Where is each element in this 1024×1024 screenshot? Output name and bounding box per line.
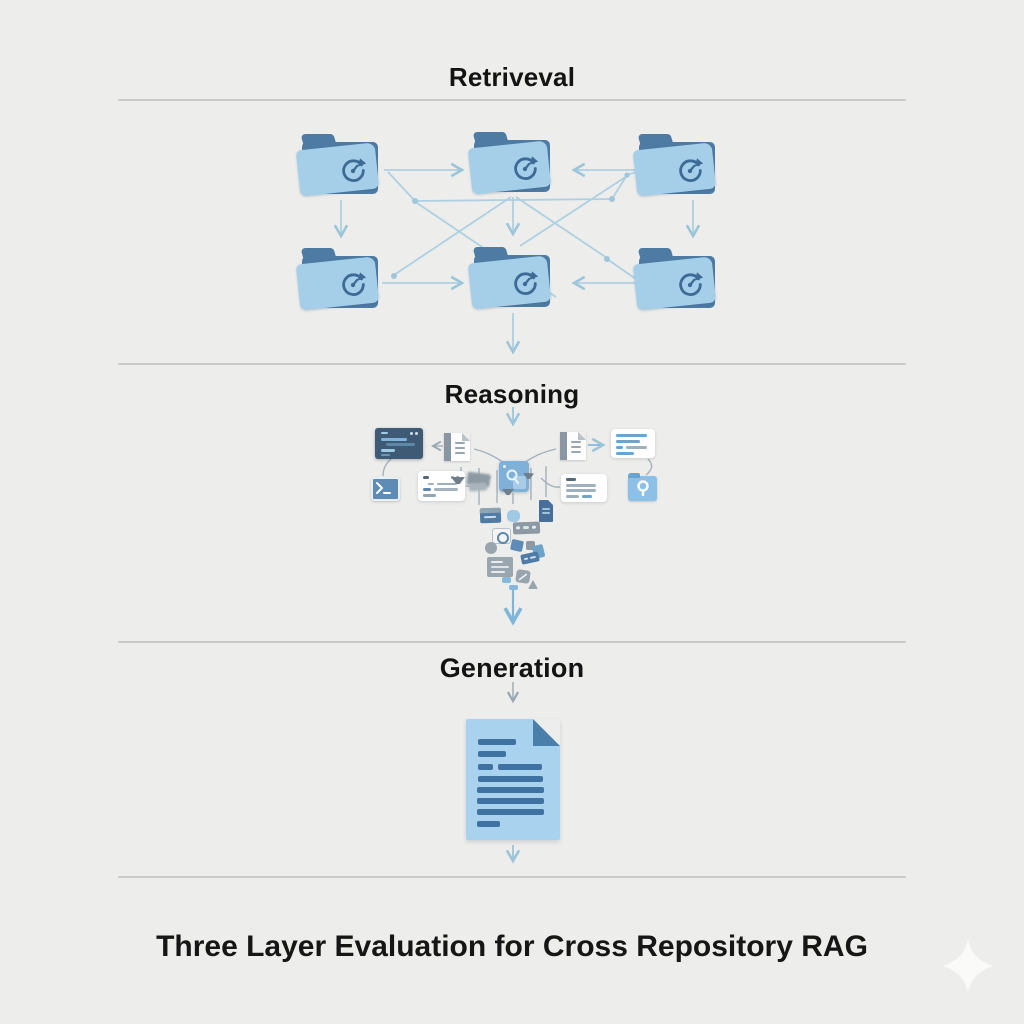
divider-1 — [118, 99, 906, 101]
divider-2 — [118, 363, 906, 365]
sync-icon — [342, 272, 367, 296]
repo-folder — [467, 131, 552, 195]
repo-folder — [295, 247, 380, 311]
cluster-chip — [492, 528, 511, 544]
cluster-chip — [479, 507, 502, 524]
cluster-chip — [502, 577, 511, 583]
cluster-chip — [528, 580, 538, 589]
sparkle-icon — [942, 938, 994, 994]
document-icon — [444, 433, 470, 461]
repo-folder — [295, 133, 380, 197]
terminal-icon — [371, 477, 400, 501]
search-folder-icon — [628, 473, 657, 501]
repo-folder — [632, 247, 717, 311]
sync-icon — [514, 271, 539, 295]
document-fold-icon — [533, 719, 560, 746]
query-search-card — [499, 461, 529, 492]
reasoning-title: Reasoning — [444, 379, 580, 409]
funnel-icon — [451, 477, 465, 484]
cluster-chip — [487, 557, 513, 577]
cluster-chip — [512, 521, 541, 535]
cluster-chip — [485, 542, 497, 554]
dark-document-icon — [539, 500, 553, 522]
text-snippet-card — [418, 471, 465, 501]
repo-folder — [467, 246, 552, 310]
cluster-chip — [509, 538, 525, 553]
sync-icon — [679, 158, 704, 182]
cluster-chip — [526, 541, 535, 550]
cluster-chip — [506, 509, 521, 523]
sync-icon — [679, 272, 704, 296]
text-snippet-card — [611, 429, 655, 458]
repo-folder — [632, 133, 717, 197]
text-snippet-card — [561, 474, 607, 502]
sync-icon — [514, 156, 539, 180]
cluster-chip — [509, 585, 518, 590]
cluster-chip — [515, 569, 531, 584]
sync-icon — [342, 158, 367, 182]
network-nodes — [391, 172, 630, 279]
retrieval-title: Retriveval — [448, 62, 576, 92]
blurred-chip — [468, 482, 488, 492]
generation-title: Generation — [439, 653, 585, 683]
diagram-caption: Three Layer Evaluation for Cross Reposit… — [156, 930, 868, 963]
divider-3 — [118, 641, 906, 643]
funnel-icon — [502, 489, 514, 495]
document-icon — [560, 432, 586, 460]
divider-4 — [118, 876, 906, 878]
generated-document-icon — [466, 719, 560, 840]
code-editor-card — [375, 428, 423, 459]
